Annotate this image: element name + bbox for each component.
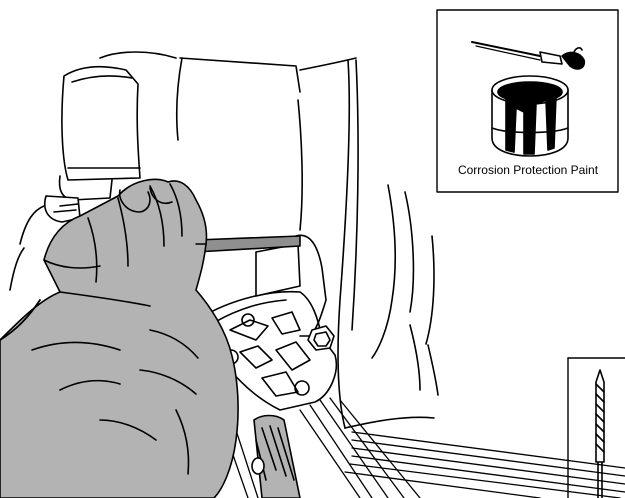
paint-callout-caption: Corrosion Protection Paint [438, 163, 618, 177]
gloved-hand [0, 179, 238, 498]
drill-bit-icon [596, 370, 604, 498]
paint-can-icon [492, 76, 568, 156]
lower-drill-detail [252, 416, 300, 498]
